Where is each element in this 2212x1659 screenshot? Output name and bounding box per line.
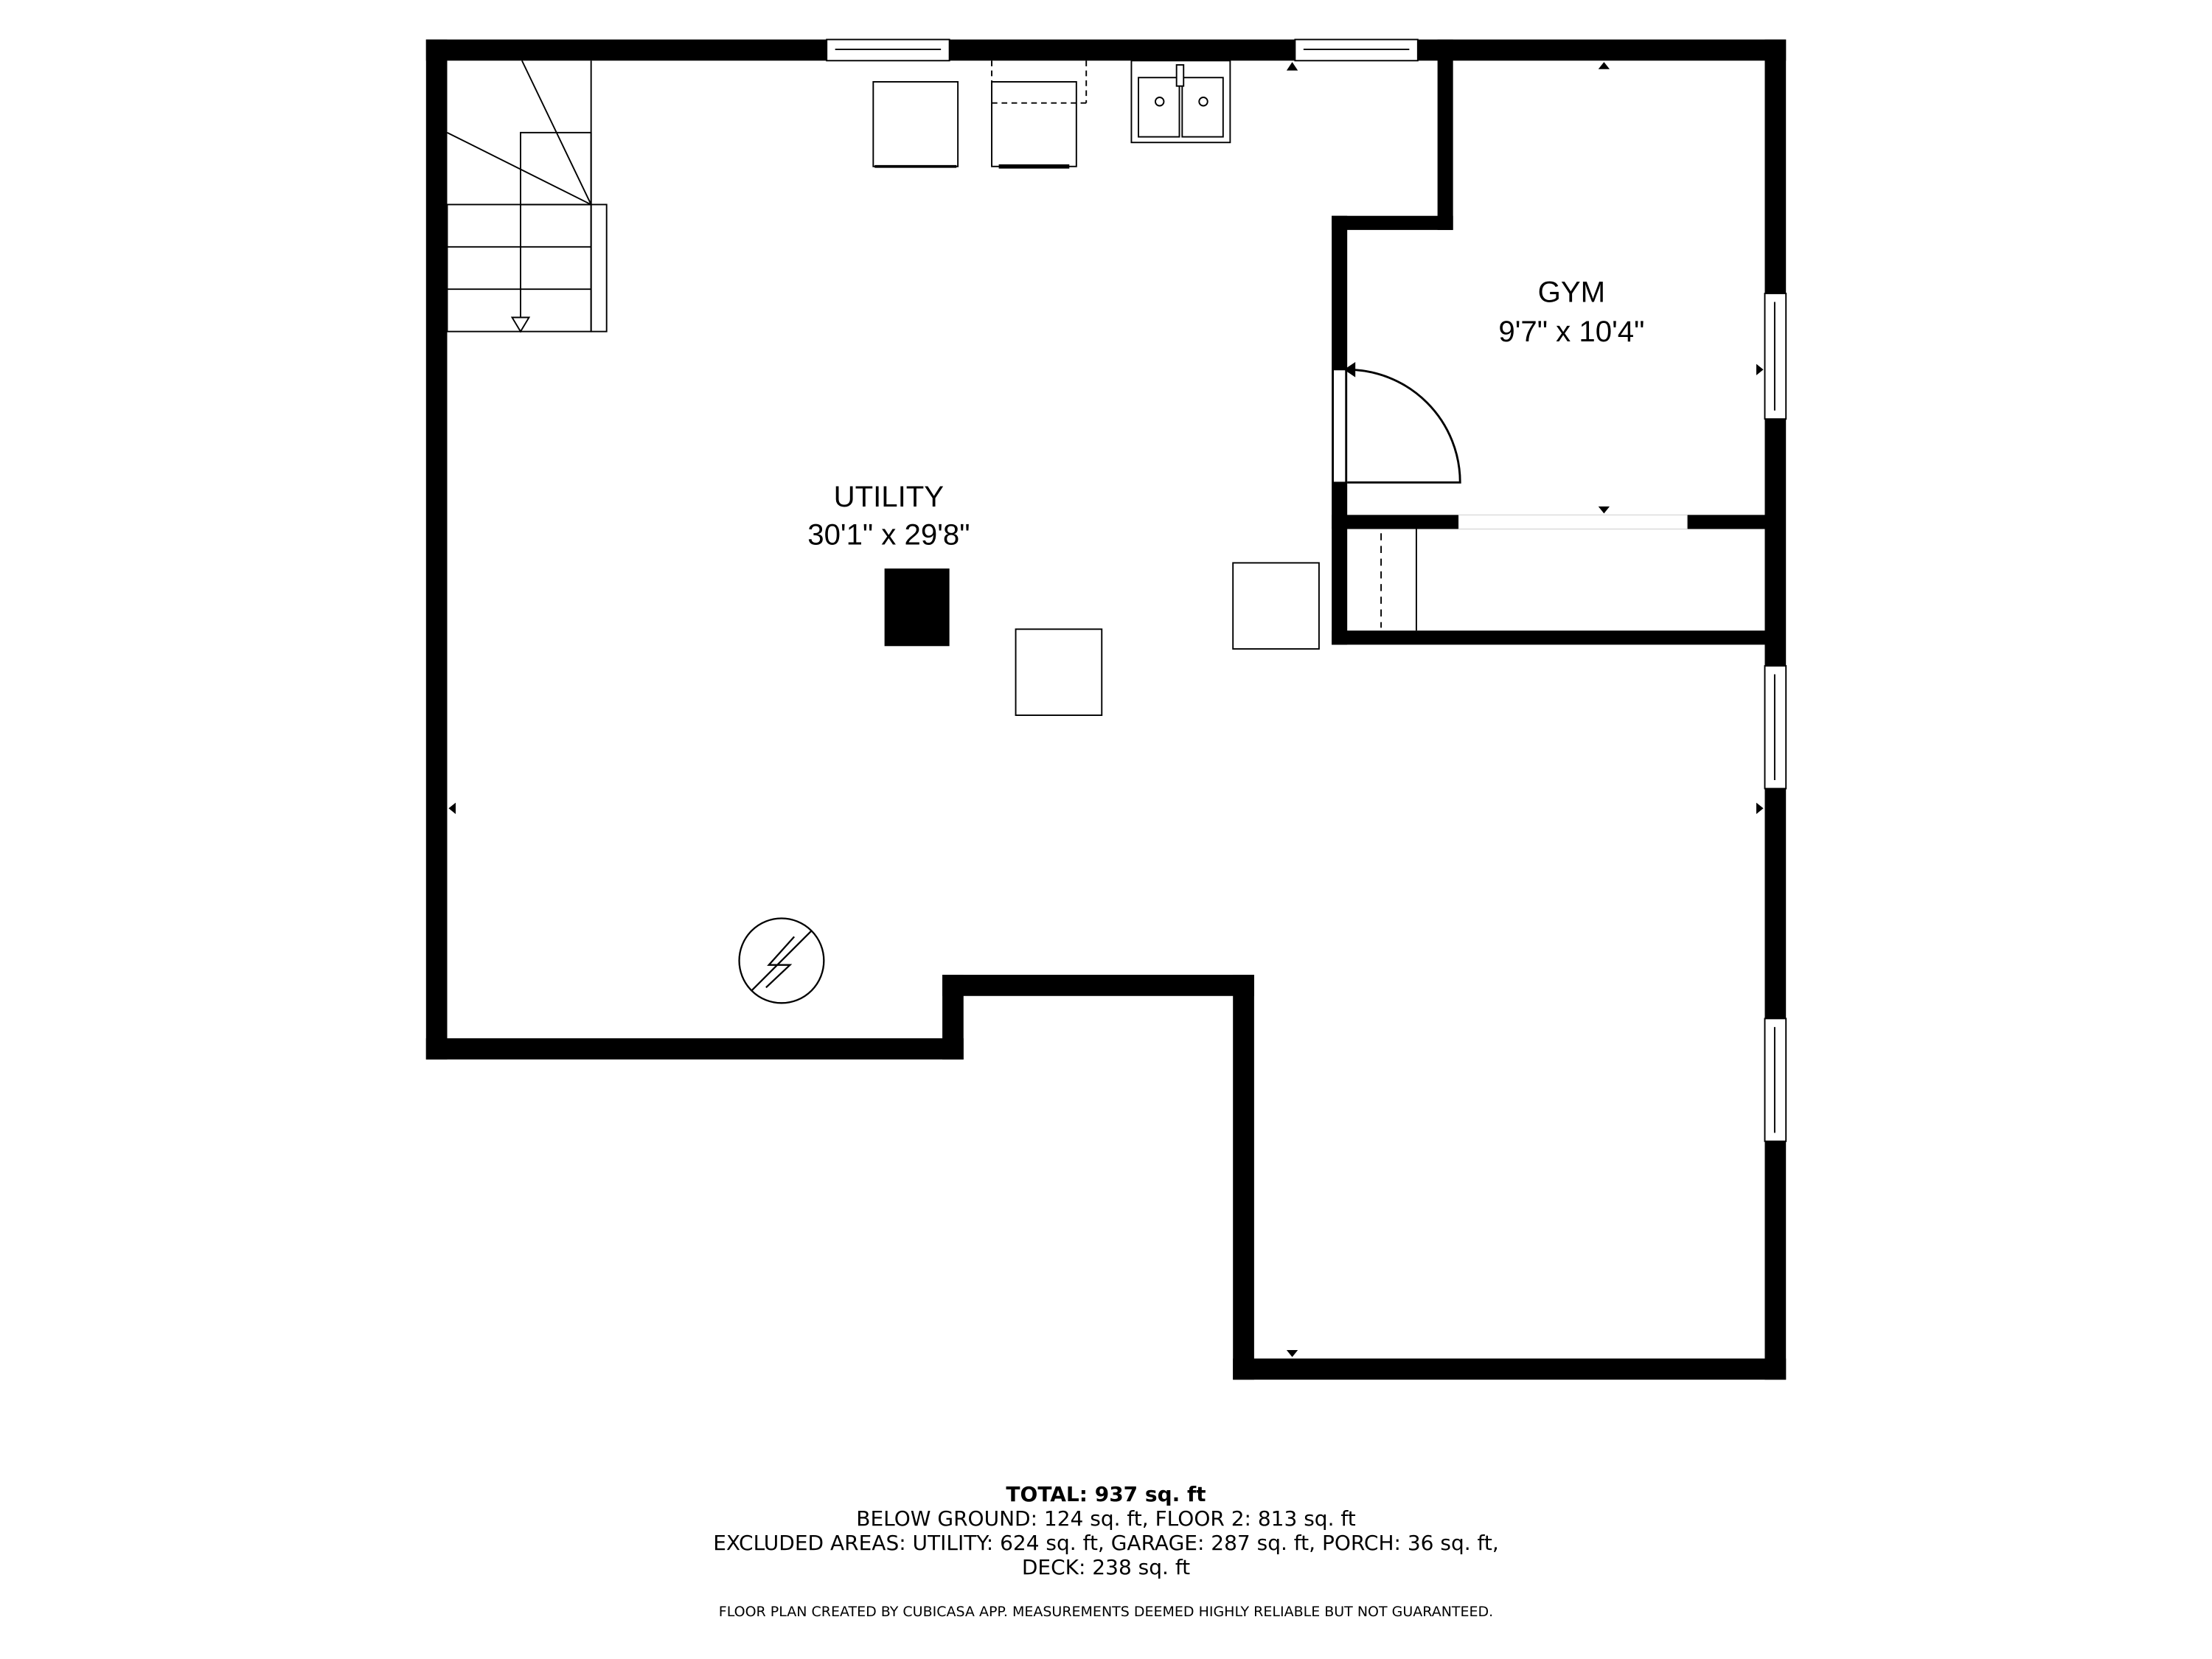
- appliance-icon: [1232, 562, 1320, 650]
- door-swing-icon: [1332, 361, 1461, 484]
- excluded-areas: EXCLUDED AREAS: UTILITY: 624 sq. ft, GAR…: [713, 1531, 1499, 1555]
- credit-text: FLOOR PLAN CREATED BY CUBICASA APP. MEAS…: [718, 1604, 1494, 1620]
- room-name-gym: GYM: [1538, 275, 1605, 308]
- closet: [1380, 529, 1417, 631]
- stairs-icon: [446, 60, 608, 333]
- room-name-utility: UTILITY: [834, 480, 945, 513]
- gym-opening: [1458, 514, 1688, 529]
- appliance-icon: [1015, 628, 1103, 716]
- column-icon: [884, 568, 950, 647]
- room-dimensions-gym: 9'7" x 10'4": [1498, 315, 1644, 348]
- window-icon: [826, 38, 1787, 1142]
- appliance-icon: [872, 60, 1088, 169]
- total-area: TOTAL: 937 sq. ft: [1006, 1482, 1206, 1506]
- area-breakdown: BELOW GROUND: 124 sq. ft, FLOOR 2: 813 s…: [856, 1506, 1356, 1531]
- sink-icon: [1130, 60, 1231, 144]
- excluded-areas-cont: DECK: 238 sq. ft: [1021, 1555, 1191, 1579]
- walls: [425, 39, 1787, 1380]
- room-dimensions-utility: 30'1" x 29'8": [807, 518, 970, 552]
- electric-panel-icon: [738, 917, 825, 1004]
- marker-icons: [448, 62, 1764, 1357]
